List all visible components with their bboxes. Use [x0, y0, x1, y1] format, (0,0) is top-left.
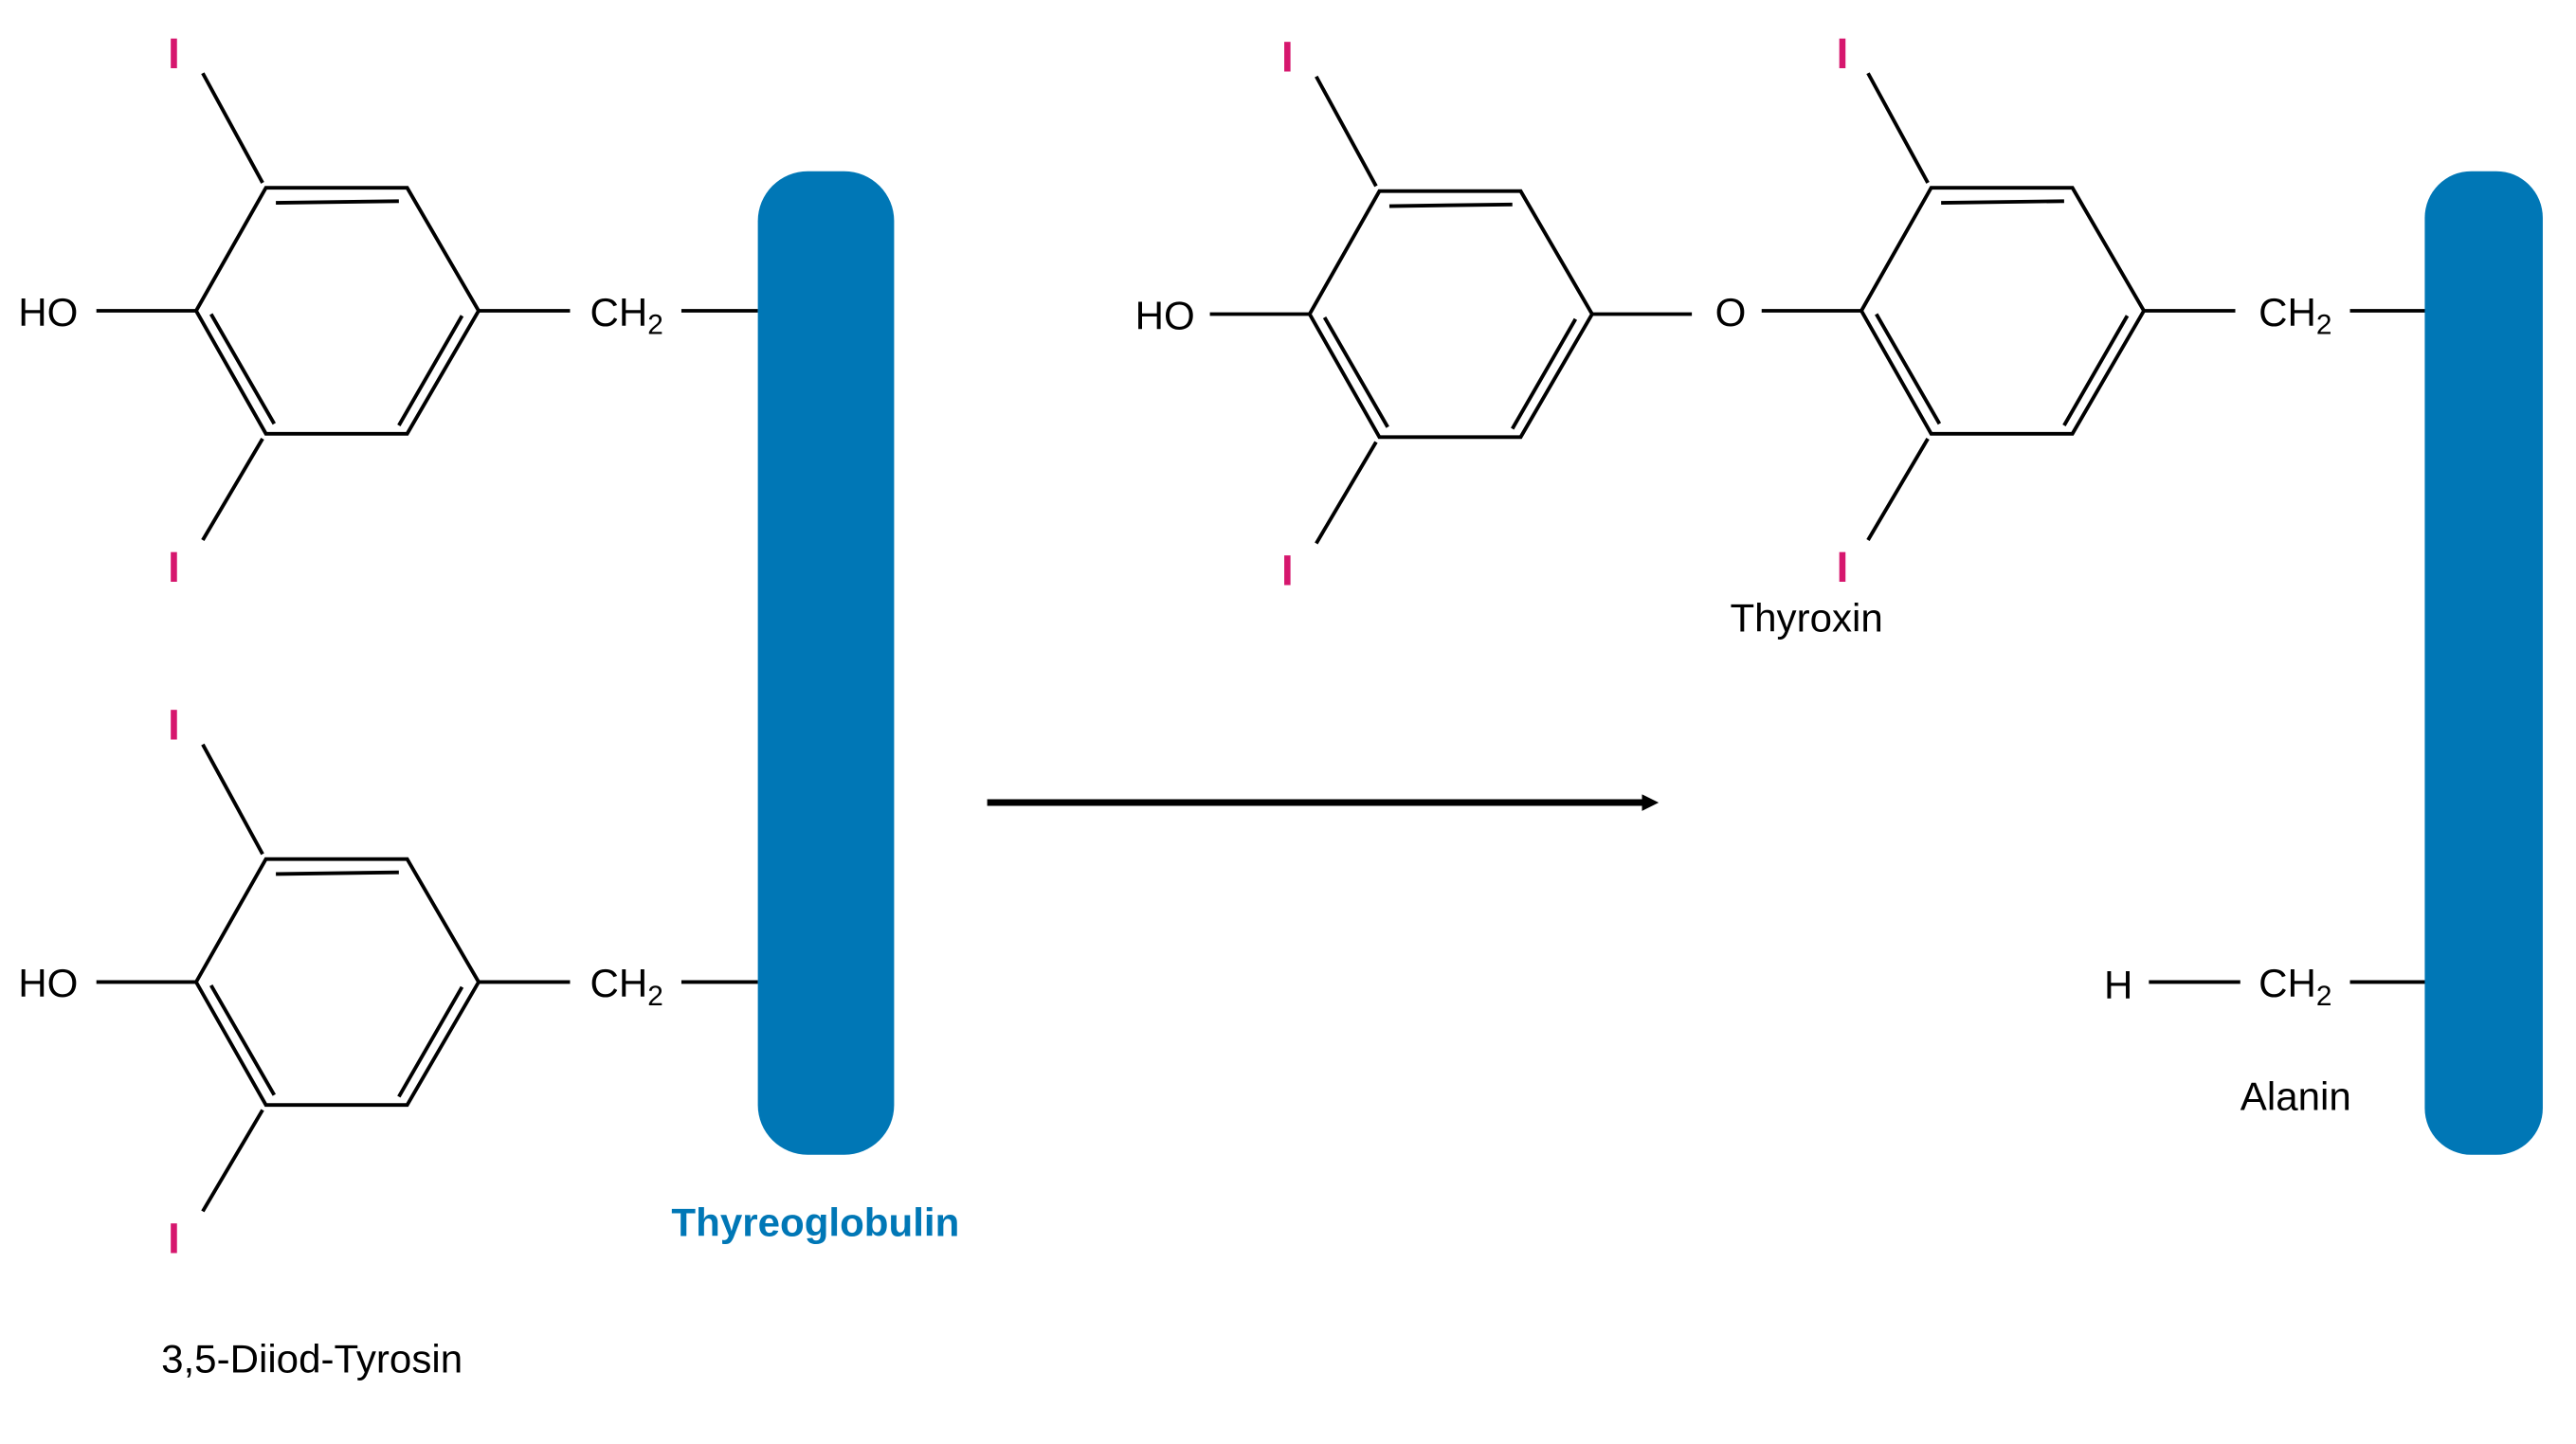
thyreoglobulin-bar-left [757, 171, 895, 1155]
diiodotyrosine-bottom: I I HO CH2 [18, 700, 758, 1262]
thyreoglobulin-label: Thyreoglobulin [671, 1200, 959, 1245]
iodine-label: I [168, 543, 180, 591]
hydroxyl-label: HO [18, 290, 78, 334]
methylene-label: CH2 [590, 290, 663, 341]
hydrogen-label: H [2104, 963, 2132, 1007]
reactant-label: 3,5-Diiod-Tyrosin [161, 1337, 463, 1381]
iodine-label: I [168, 1214, 180, 1262]
alanin-label: Alanin [2240, 1074, 2351, 1118]
thyroxin-molecule: I I HO O I I CH2 Thyroxin [1135, 29, 2427, 640]
hydroxyl-label: HO [18, 961, 78, 1005]
thyroxin-label: Thyroxin [1730, 595, 1882, 640]
methylene-label: CH2 [590, 961, 663, 1012]
iodine-label: I [168, 29, 180, 78]
alanin-residue: H CH2 Alanin [2104, 961, 2427, 1118]
methylene-label: CH2 [2259, 290, 2331, 341]
iodine-label: I [1837, 29, 1849, 78]
iodine-label: I [1837, 543, 1849, 591]
iodine-label: I [1281, 32, 1294, 81]
iodine-label: I [1281, 546, 1294, 594]
thyreoglobulin-bar-right [2424, 171, 2543, 1155]
hydroxyl-label: HO [1135, 293, 1195, 337]
diiodotyrosine-top: I I HO CH2 [18, 29, 758, 591]
ether-oxygen-label: O [1715, 290, 1747, 334]
methylene-label: CH2 [2259, 961, 2331, 1012]
iodine-label: I [168, 700, 180, 749]
